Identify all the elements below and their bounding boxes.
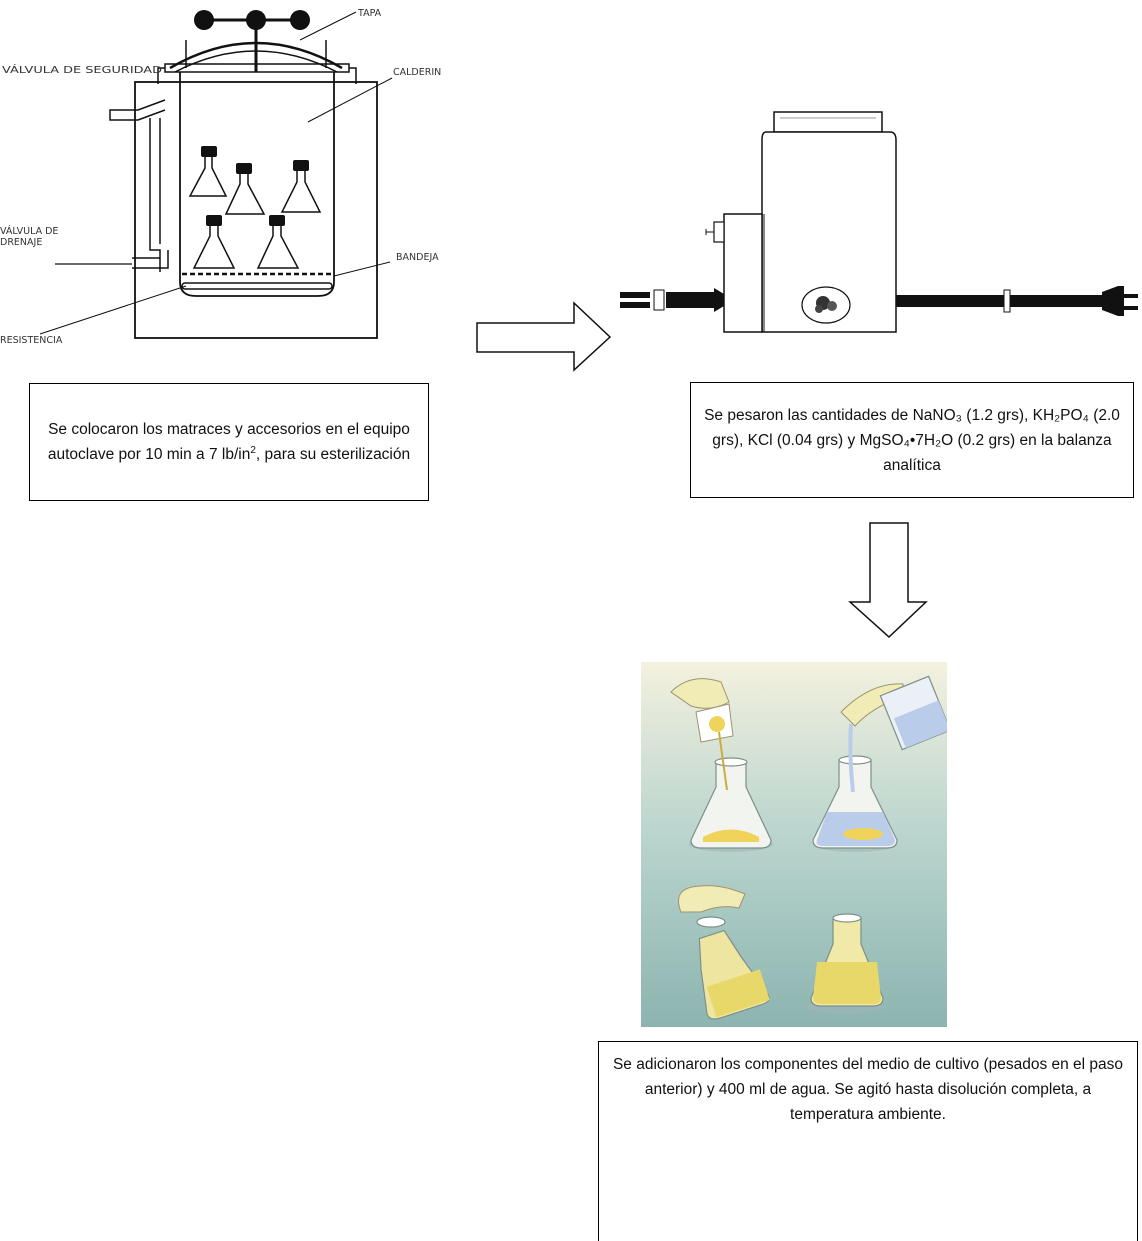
autoclave-diagram: TAPA VÁLVULA DE SEGURIDAD CALDERIN VÁLVU… bbox=[0, 8, 441, 345]
step1-caption: Se colocaron los matraces y accesorios e… bbox=[29, 383, 429, 501]
flask-2 bbox=[224, 163, 266, 215]
lid bbox=[169, 41, 343, 70]
step3-caption: Se adicionaron los componentes del medio… bbox=[598, 1041, 1138, 1241]
step1-text: Se colocaron los matraces y accesorios e… bbox=[47, 421, 411, 463]
flask-bottom-right bbox=[806, 913, 886, 1014]
step2-caption: Se pesaron las cantidades de NaNO₃ (1.2 … bbox=[690, 382, 1134, 498]
step2-text: Se pesaron las cantidades de NaNO₃ (1.2 … bbox=[704, 406, 1120, 474]
flask-1 bbox=[188, 146, 228, 197]
flask-bottom-left bbox=[678, 885, 770, 1020]
label-tray: BANDEJA bbox=[396, 252, 439, 263]
hand-paper-top-left bbox=[670, 678, 734, 791]
arrow-right-icon bbox=[476, 301, 612, 372]
step3-text: Se adicionaron los componentes del medio… bbox=[612, 1056, 1124, 1123]
flask-3 bbox=[280, 160, 322, 213]
flask-5 bbox=[256, 215, 300, 269]
autoclave-body bbox=[134, 81, 378, 339]
culture-medium-preparation-image bbox=[641, 662, 947, 1027]
label-boiler: CALDERIN bbox=[393, 67, 441, 78]
flask-top-right bbox=[812, 755, 898, 852]
beaker-pouring bbox=[840, 675, 947, 793]
analytical-balance-image bbox=[620, 111, 1138, 333]
label-drain-valve-1: VÁLVULA DE bbox=[0, 225, 58, 237]
arrow-down-icon bbox=[848, 522, 928, 639]
label-safety-valve: VÁLVULA DE SEGURIDAD bbox=[2, 64, 162, 76]
label-resistance: RESISTENCIA bbox=[0, 335, 63, 345]
heating-resistance bbox=[181, 282, 333, 290]
label-lid: TAPA bbox=[357, 8, 382, 19]
flask-4 bbox=[192, 215, 236, 269]
label-drain-valve-2: DRENAJE bbox=[0, 237, 42, 248]
